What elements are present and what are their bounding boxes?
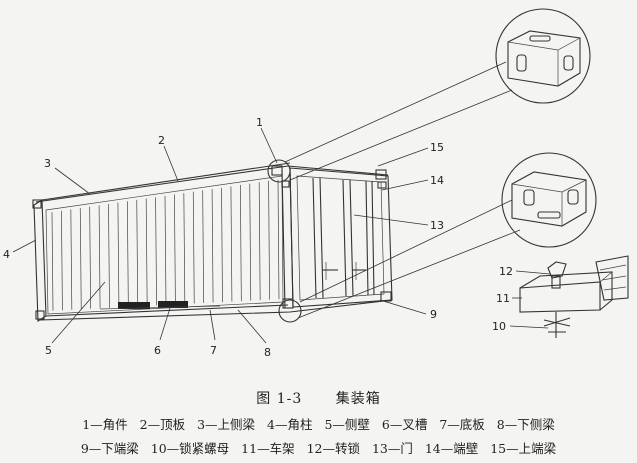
- corrugation-line: [51, 212, 54, 311]
- corrugation-line: [136, 199, 139, 307]
- legend-item: 6—叉槽: [381, 417, 428, 432]
- corrugation-line: [145, 198, 148, 306]
- callout-labels: 1 2 3 4 5 6 7 8 9 10 11 12 13 14 15: [3, 116, 513, 359]
- top-corner-magnifier: [267, 159, 291, 183]
- legend-item: 1—角件: [82, 417, 128, 432]
- corrugation-line: [249, 183, 252, 301]
- callout-3: 3: [44, 157, 51, 170]
- figure-caption: 图 1-3 集装箱: [0, 388, 637, 408]
- corrugation-line: [89, 206, 92, 309]
- legend-row-2: 9—下端梁 10—锁紧螺母 11—车架 12—转锁 13—门 14—端壁 15—…: [0, 438, 637, 457]
- corrugation-line: [268, 180, 270, 300]
- corrugation-line: [258, 182, 261, 301]
- callout-1: 1: [256, 116, 263, 129]
- callout-10: 10: [492, 320, 506, 333]
- corrugation-line: [230, 186, 233, 302]
- corrugation-line: [221, 187, 223, 303]
- container-body: [32, 162, 393, 322]
- corrugation-line: [108, 203, 110, 308]
- corrugation-line: [239, 184, 242, 302]
- top-corner-fitting-detail: [495, 8, 591, 104]
- bottom-corner-magnifier: [278, 299, 302, 323]
- callout-7: 7: [210, 344, 217, 357]
- legend-item: 8—下侧梁: [496, 417, 555, 432]
- legend-item: 10—锁紧螺母: [150, 441, 230, 456]
- legend-item: 12—转锁: [306, 441, 360, 456]
- legend-item: 14—端壁: [424, 441, 479, 456]
- callout-14: 14: [430, 174, 444, 187]
- figure-number: 图 1-3: [256, 391, 303, 407]
- corrugation-line: [61, 210, 63, 311]
- callout-9: 9: [430, 308, 437, 321]
- legend-row-1: 1—角件 2—顶板 3—上侧梁 4—角柱 5—侧壁 6—叉槽 7—底板 8—下侧…: [0, 414, 637, 433]
- corrugation-line: [117, 202, 120, 308]
- callout-leaders: [12, 127, 551, 344]
- callout-5: 5: [45, 344, 52, 357]
- corrugation-line: [202, 190, 205, 304]
- legend-item: 4—角柱: [267, 417, 313, 432]
- corrugation-line: [164, 195, 167, 305]
- legend-item: 11—车架: [241, 441, 295, 456]
- corrugation-line: [192, 191, 195, 304]
- figure-title: 集装箱: [335, 391, 381, 407]
- twist-lock-assembly: [519, 255, 629, 338]
- bottom-corner-fitting-detail: [501, 152, 597, 248]
- legend-item: 2—顶板: [139, 417, 186, 432]
- legend-item: 15—上端梁: [490, 441, 557, 456]
- corrugation-line: [126, 201, 129, 307]
- callout-13: 13: [430, 219, 444, 232]
- corrugation-line: [79, 208, 82, 310]
- callout-4: 4: [3, 248, 10, 261]
- legend-item: 13—门: [371, 441, 413, 456]
- corrugation-line: [183, 193, 186, 304]
- corrugation-line: [155, 197, 157, 306]
- callout-8: 8: [264, 346, 271, 359]
- legend-item: 3—上侧梁: [197, 417, 256, 432]
- callout-15: 15: [430, 141, 444, 154]
- container-diagram: 1 2 3 4 5 6 7 8 9 10 11 12 13 14 15: [3, 8, 629, 359]
- legend-item: 5—侧壁: [324, 417, 370, 432]
- legend-item: 9—下端梁: [80, 441, 139, 456]
- corrugation-line: [211, 189, 214, 303]
- callout-6: 6: [154, 344, 161, 357]
- callout-2: 2: [158, 134, 165, 147]
- corrugation-line: [70, 209, 73, 310]
- callout-11: 11: [496, 292, 510, 305]
- legend-item: 7—底板: [439, 417, 485, 432]
- corrugation-line: [174, 194, 176, 305]
- corrugation-line: [277, 179, 280, 300]
- corrugation-line: [98, 205, 101, 309]
- callout-12: 12: [499, 265, 513, 278]
- side-wall-corrugations: [51, 179, 280, 311]
